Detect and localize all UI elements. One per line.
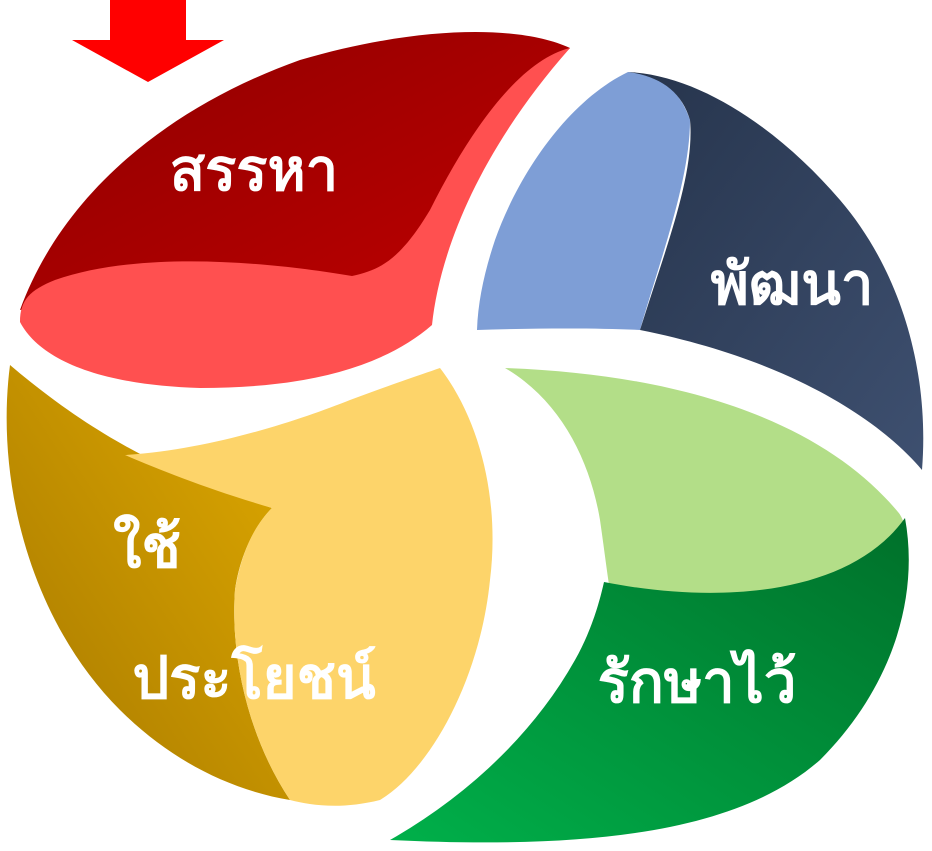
label-yellow-line1: ใช้ [113,513,181,581]
segment-blue [477,72,924,470]
segment-red-light [20,48,570,388]
segment-blue-dark [628,72,924,470]
segment-yellow-light [125,368,493,806]
segment-yellow-dark [6,365,290,800]
down-arrow-icon [72,0,224,82]
segment-red-dark [20,32,570,320]
label-green: รักษาไว้ [598,648,797,716]
segment-yellow [6,365,493,806]
segment-blue-light [477,72,690,330]
label-red: สรรหา [170,136,339,204]
label-yellow-line2: ประโยชน์ [132,643,376,712]
segment-red [20,32,570,388]
segment-green-light [505,368,908,596]
label-blue: พัฒนา [711,250,874,318]
segment-green-dark [390,518,909,843]
segment-green [390,368,909,843]
